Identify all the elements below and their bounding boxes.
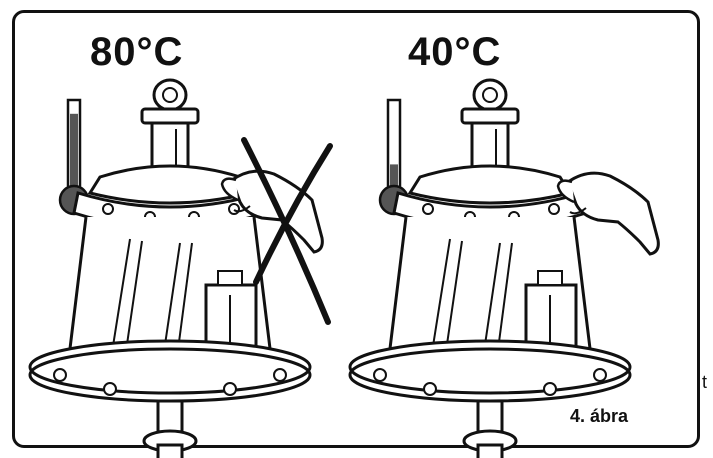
temperature-label-cool: 40°C [408, 30, 502, 74]
temperature-label-hot: 80°C [90, 30, 184, 74]
figure-caption: 4. ábra [570, 406, 629, 426]
stray-character: t [702, 372, 708, 392]
cross-out-icon [241, 137, 333, 325]
